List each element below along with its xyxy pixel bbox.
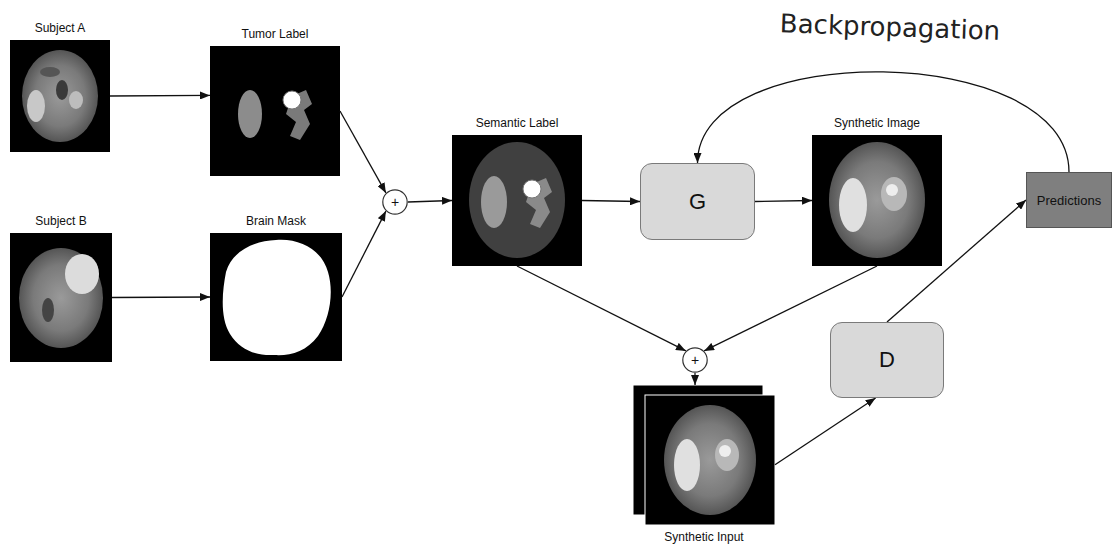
brain-scan: [19, 248, 103, 348]
flow-arrow: [112, 296, 210, 298]
flow-arrow: [110, 95, 210, 97]
tumor-core: [283, 91, 301, 109]
circle-shape: [383, 190, 407, 214]
panel-caption: Subject B: [35, 214, 86, 228]
label-panel: Tumor Label: [210, 46, 340, 176]
synthetic-brain: [664, 405, 756, 515]
flow-arrow: [775, 398, 876, 465]
scan-background: [812, 135, 942, 266]
flow-arrow: [408, 201, 452, 203]
ventricle: [42, 298, 54, 322]
flow-arrow: [694, 373, 695, 385]
tumor-region: [715, 439, 739, 471]
scan-panel: Subject B: [10, 233, 112, 362]
tumor-region: [65, 254, 99, 294]
generator-box: G: [640, 163, 755, 240]
box-label: G: [689, 191, 706, 213]
input-stack: Synthetic Input: [633, 385, 775, 525]
mask-background: [210, 233, 342, 361]
mask-panel: Brain Mask: [210, 233, 342, 361]
label-background: [452, 135, 582, 266]
edge-label: Backpropagation: [779, 8, 1000, 47]
tumor-region: [674, 439, 700, 491]
tumor-label-region: [238, 90, 262, 138]
tumor-core: [719, 445, 731, 457]
panel-caption: Synthetic Image: [834, 116, 920, 130]
feedback-arrow: [698, 72, 1070, 172]
sum-node: +: [382, 189, 408, 215]
concat-node: +: [682, 347, 708, 373]
scan-panel: Subject A: [10, 40, 110, 152]
tumor-core: [886, 184, 898, 196]
image-panel: Synthetic Image: [812, 135, 942, 266]
brain-label: [469, 142, 565, 258]
panel-caption: Semantic Label: [476, 116, 559, 130]
panel-caption: Brain Mask: [246, 214, 306, 228]
tumor-region: [69, 91, 83, 109]
circle-shape: [683, 348, 707, 372]
tumor-region: [839, 178, 867, 232]
discriminator-box: D: [830, 322, 944, 398]
box-label: Predictions: [1037, 194, 1101, 207]
predictions-box: Predictions: [1026, 172, 1112, 228]
panel-caption: Tumor Label: [242, 27, 309, 41]
stacked-image-front: [645, 395, 775, 525]
box-label: D: [879, 349, 895, 371]
brain-fold: [40, 67, 60, 77]
tumor-region: [27, 90, 45, 122]
panel-caption: Synthetic Input: [664, 530, 743, 544]
tumor-core: [523, 180, 541, 198]
flow-arrow: [755, 201, 812, 202]
operator-symbol: +: [691, 353, 699, 367]
flow-arrow: [887, 200, 1026, 322]
ventricle: [56, 80, 68, 100]
panel-caption: Subject A: [35, 21, 86, 35]
label-panel: Semantic Label: [452, 135, 582, 266]
tumor-region: [881, 177, 907, 211]
flow-arrow: [340, 111, 386, 193]
synthetic-brain: [829, 142, 925, 258]
operator-symbol: +: [391, 195, 399, 209]
label-background: [210, 46, 340, 176]
brain-mask: [223, 240, 331, 355]
brain-scan: [22, 50, 98, 142]
flow-arrow: [342, 211, 386, 297]
scan-background: [10, 40, 110, 152]
flow-arrow: [517, 266, 686, 351]
tumor-label-region: [481, 176, 507, 228]
flow-arrow: [582, 201, 640, 202]
scan-background: [10, 233, 112, 362]
